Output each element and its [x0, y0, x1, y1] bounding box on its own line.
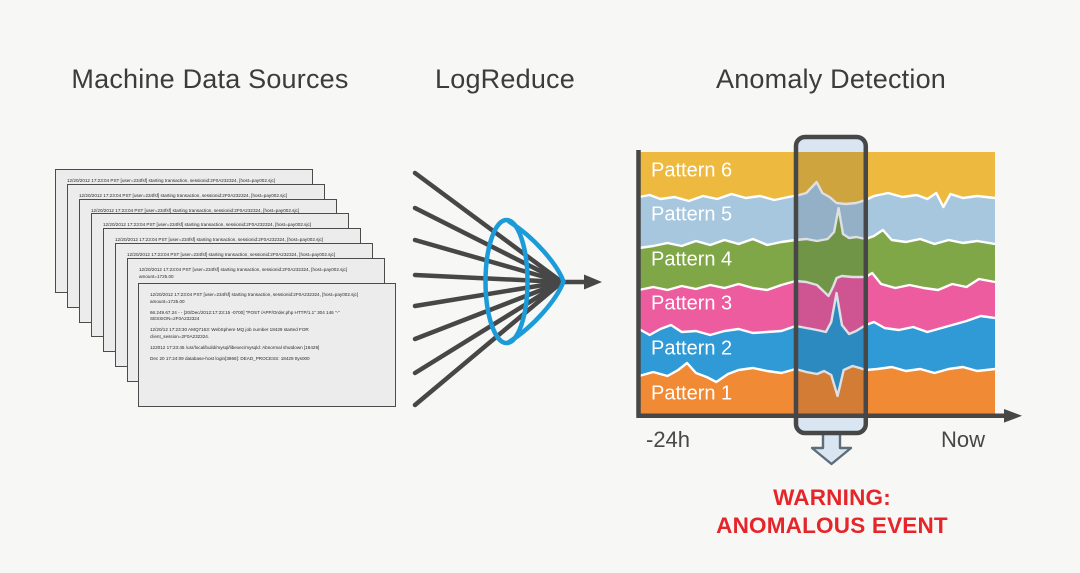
log-entry: 12/20/2012 17:23:04 PST [user=234fsf] st…: [150, 292, 359, 304]
log-entry: 122012 17:23:45 /usr/local/build/mysql/l…: [150, 344, 320, 350]
axis-label-end: Now: [941, 427, 986, 452]
band-pattern3: [639, 273, 995, 335]
funnel-input-line: [412, 279, 565, 408]
lens-ellipse-icon: [483, 217, 530, 346]
anomaly-window-tint: [797, 152, 864, 416]
log-entry: 12/20/2012 17:23:04 PST [user=234fsf] st…: [139, 267, 348, 279]
band-boundary-line: [638, 271, 996, 298]
log-document-card: 12/20/2012 17:23:04 PST [user=234fsf] st…: [138, 283, 396, 407]
lens-cone-icon: [506, 219, 566, 345]
funnel-input-line: [412, 170, 565, 285]
pattern-band-label: Pattern 4: [651, 248, 733, 271]
warning-line-2: ANOMALOUS EVENT: [716, 512, 948, 538]
band-boundary-line: [638, 180, 996, 209]
pattern-band-label: Pattern 2: [651, 337, 733, 360]
funnel-input-line: [412, 279, 565, 309]
x-axis-arrowhead: [1004, 409, 1022, 423]
anomaly-window-outline: [793, 134, 869, 436]
band-boundary-line: [638, 206, 996, 250]
log-entry: 66.249.67.24 - - [20/Dec/2012:17:23:15 -…: [150, 309, 340, 322]
pattern-band-label: Pattern 5: [651, 203, 733, 226]
band-pattern1: [639, 363, 995, 416]
band-boundary-line: [638, 361, 996, 398]
warning-text: WARNING: ANOMALOUS EVENT: [716, 484, 948, 540]
funnel-input-line: [412, 272, 565, 285]
pattern-band-label: Pattern 6: [651, 159, 733, 182]
band-boundary-line: [638, 291, 996, 337]
funnel-input-line: [412, 279, 565, 376]
anomalous-event-arrow-icon: [810, 431, 853, 466]
log-entry: 12/20/12 17:23:30 AMQ7163: WebSphere MQ …: [150, 327, 309, 339]
title-logreduce: LogReduce: [435, 64, 575, 94]
warning-line-1: WARNING:: [773, 485, 891, 510]
funnel-output-arrowhead: [584, 274, 602, 290]
band-pattern6: [639, 152, 995, 207]
log-entry: Dec 20 17:24:09 database-host login[3866…: [150, 355, 310, 361]
title-machine-data-sources: Machine Data Sources: [71, 64, 349, 94]
axis-label-start: -24h: [646, 427, 691, 452]
pattern-band-label: Pattern 1: [651, 382, 733, 405]
band-pattern4: [639, 208, 995, 296]
pattern-band-label: Pattern 3: [651, 292, 733, 315]
band-pattern5: [639, 182, 995, 248]
title-anomaly-detection: Anomaly Detection: [715, 64, 947, 94]
